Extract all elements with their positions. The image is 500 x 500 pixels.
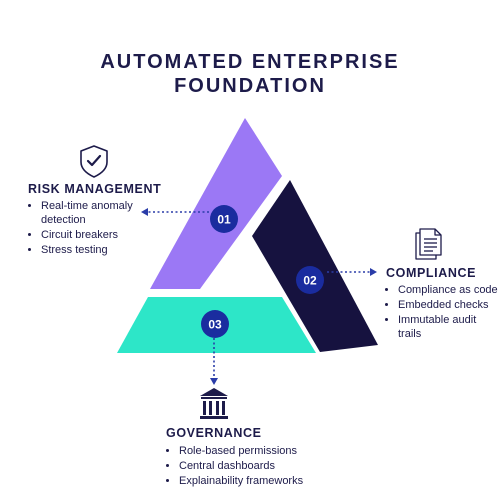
list-item: Stress testing [41,243,161,257]
compliance-list: Compliance as code Embedded checks Immut… [384,283,498,342]
segment-risk [150,118,282,289]
title-line-1: AUTOMATED ENTERPRISE [100,51,400,73]
badge-03: 03 [201,310,229,338]
list-item: Embedded checks [398,298,498,312]
list-item: Immutable audit trails [398,313,498,341]
shield-check-icon [80,145,108,178]
arrow-governance [210,378,218,385]
bank-icon [200,388,228,419]
badge-01: 01 [210,205,238,233]
governance-heading: GOVERNANCE [166,426,262,440]
arrow-risk [141,208,148,216]
risk-heading: RISK MANAGEMENT [28,182,162,196]
compliance-heading: COMPLIANCE [386,266,477,280]
governance-list: Role-based permissions Central dashboard… [165,444,359,489]
arrow-compliance [370,268,377,276]
list-item: Explainability frameworks [179,474,359,488]
badge-01-number: 01 [217,213,231,227]
list-item: Central dashboards [179,459,359,473]
list-item: Real-time anomaly detection [41,199,161,227]
risk-list: Real-time anomaly detection Circuit brea… [27,199,161,258]
list-item: Circuit breakers [41,228,161,242]
title-line-2: FOUNDATION [174,75,326,97]
list-item: Compliance as code [398,283,498,297]
document-icon [415,228,442,260]
badge-02-number: 02 [303,274,317,288]
segment-compliance [252,180,378,352]
badge-03-number: 03 [208,318,222,332]
list-item: Role-based permissions [179,444,359,458]
badge-02: 02 [296,266,324,294]
page-title: AUTOMATED ENTERPRISE FOUNDATION [0,50,500,98]
